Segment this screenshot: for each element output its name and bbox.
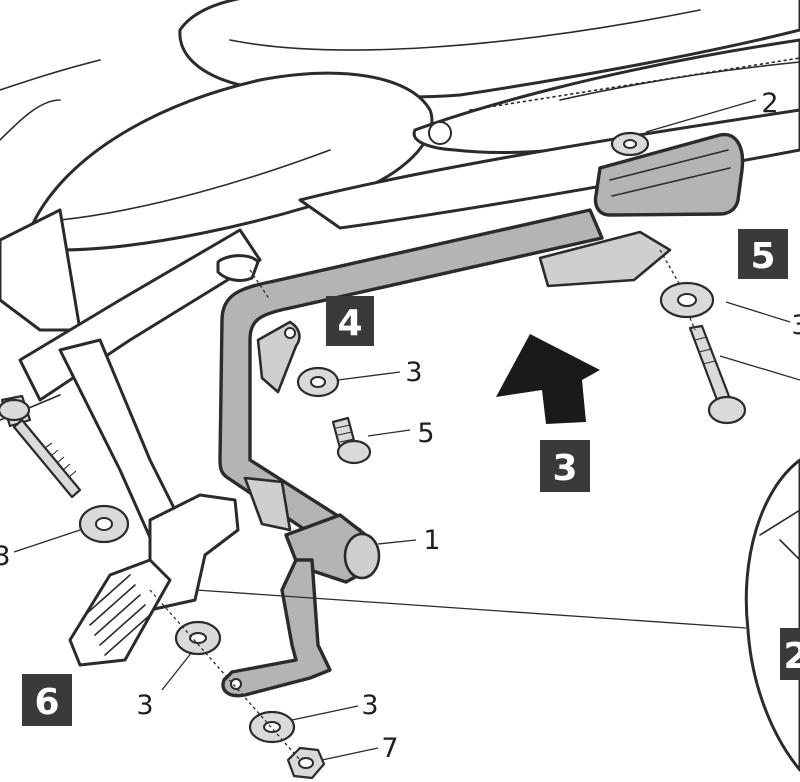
svg-text:4: 4: [337, 303, 362, 344]
callout-part-7: 7: [381, 733, 398, 764]
long-bolt-right: [688, 324, 747, 425]
callout-part-3-mid: 3: [405, 357, 422, 388]
washer-right: [659, 281, 715, 319]
callout-part-3-right: 3: [791, 310, 800, 341]
washer-lower-left: [174, 620, 222, 656]
motorcycle-frame: [0, 208, 262, 562]
svg-text:2: 2: [783, 636, 800, 677]
leader-lines: [13, 99, 800, 761]
footpeg-rubber-ridges: [84, 574, 151, 656]
bracket-rear-mount: [593, 132, 745, 217]
washer-left: [78, 504, 130, 544]
bolt-5: [331, 416, 372, 465]
callout-part-1: 1: [423, 525, 440, 556]
callout-part-5: 5: [417, 418, 434, 449]
seat-bolt-hole: [428, 121, 452, 145]
callout-part-3-left: 3: [0, 541, 11, 572]
step-badge-3: 3: [540, 440, 590, 492]
callout-part-3-lower: 3: [361, 690, 378, 721]
detail-magnifier: [744, 458, 800, 772]
bracket-gusset: [256, 320, 301, 394]
washer-bottom: [248, 710, 296, 744]
step-badge-6: 6: [22, 674, 72, 726]
washer-mid: [296, 366, 340, 398]
step-badge-4: 4: [326, 296, 374, 346]
step-badge-2-partial: 2: [780, 628, 800, 680]
bracket-rear-plate: [538, 230, 672, 288]
svg-text:3: 3: [552, 448, 577, 489]
step-badge-5: 5: [738, 229, 788, 279]
footpeg-assembly: [68, 493, 240, 667]
long-bolt-left: [0, 394, 82, 499]
callout-part-3-bottom: 3: [136, 690, 153, 721]
washer-top-right: [610, 131, 650, 157]
direction-arrow-icon: [496, 334, 600, 424]
nut-7: [286, 746, 326, 780]
callout-part-2: 2: [761, 88, 778, 119]
sidecase-bracket: [218, 132, 745, 698]
motorcycle-seat: [0, 0, 800, 252]
svg-text:6: 6: [34, 682, 59, 723]
svg-text:5: 5: [750, 236, 775, 277]
bracket-lower-leg: [221, 558, 332, 698]
